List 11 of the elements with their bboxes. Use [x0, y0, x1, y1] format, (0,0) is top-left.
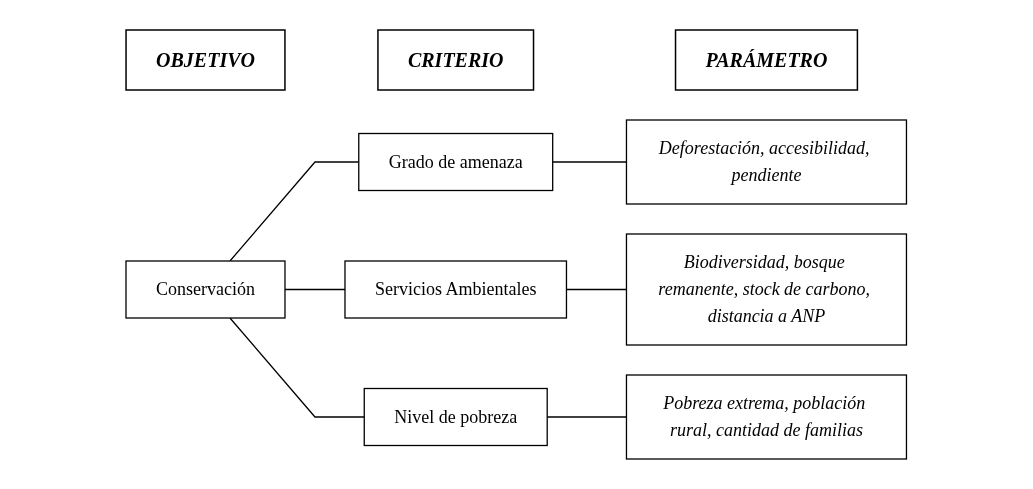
node-box: Grado de amenaza — [358, 132, 554, 192]
node-box: CRITERIO — [377, 29, 535, 91]
node-box: Servicios Ambientales — [344, 260, 568, 319]
node-box: Biodiversidad, bosque remanente, stock de carbono, distancia a ANP — [626, 233, 908, 346]
node-box: Conservación — [125, 260, 286, 319]
node-box: Nivel de pobreza — [363, 387, 549, 447]
connector — [229, 161, 360, 262]
node-box: OBJETIVO — [125, 29, 286, 91]
node-box: PARÁMETRO — [675, 29, 859, 91]
node-box: Pobreza extrema, población rural, cantidad de familias — [626, 374, 908, 460]
node-box: Deforestación, accesibilidad, pendiente — [626, 119, 908, 205]
